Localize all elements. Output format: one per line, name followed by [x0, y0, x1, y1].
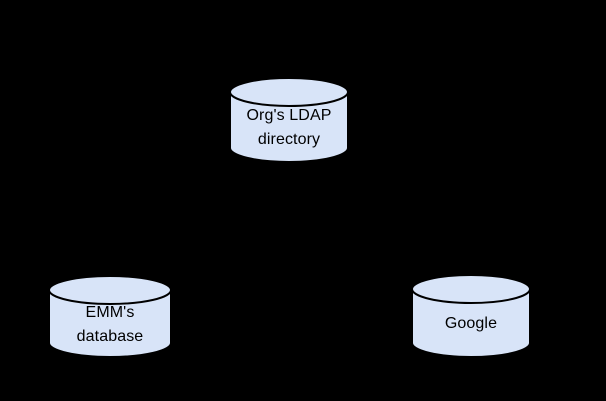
- node-orgs-ldap-directory: Org's LDAP directory: [229, 77, 349, 163]
- node-label: Org's LDAP directory: [229, 99, 349, 157]
- node-label: EMM's database: [48, 297, 172, 352]
- node-label-line: Org's LDAP: [246, 107, 332, 124]
- node-label-line: database: [76, 327, 144, 345]
- database-cylinder-icon: [48, 275, 172, 358]
- node-label-line: EMM's: [85, 303, 135, 321]
- node-emms-database: EMM's database: [48, 275, 172, 358]
- database-cylinder-icon: [229, 77, 349, 163]
- node-label: Google: [411, 296, 531, 352]
- database-cylinder-icon: [411, 274, 531, 358]
- node-label-line: Google: [444, 315, 498, 332]
- node-label-line: directory: [257, 131, 321, 148]
- node-google: Google: [411, 274, 531, 358]
